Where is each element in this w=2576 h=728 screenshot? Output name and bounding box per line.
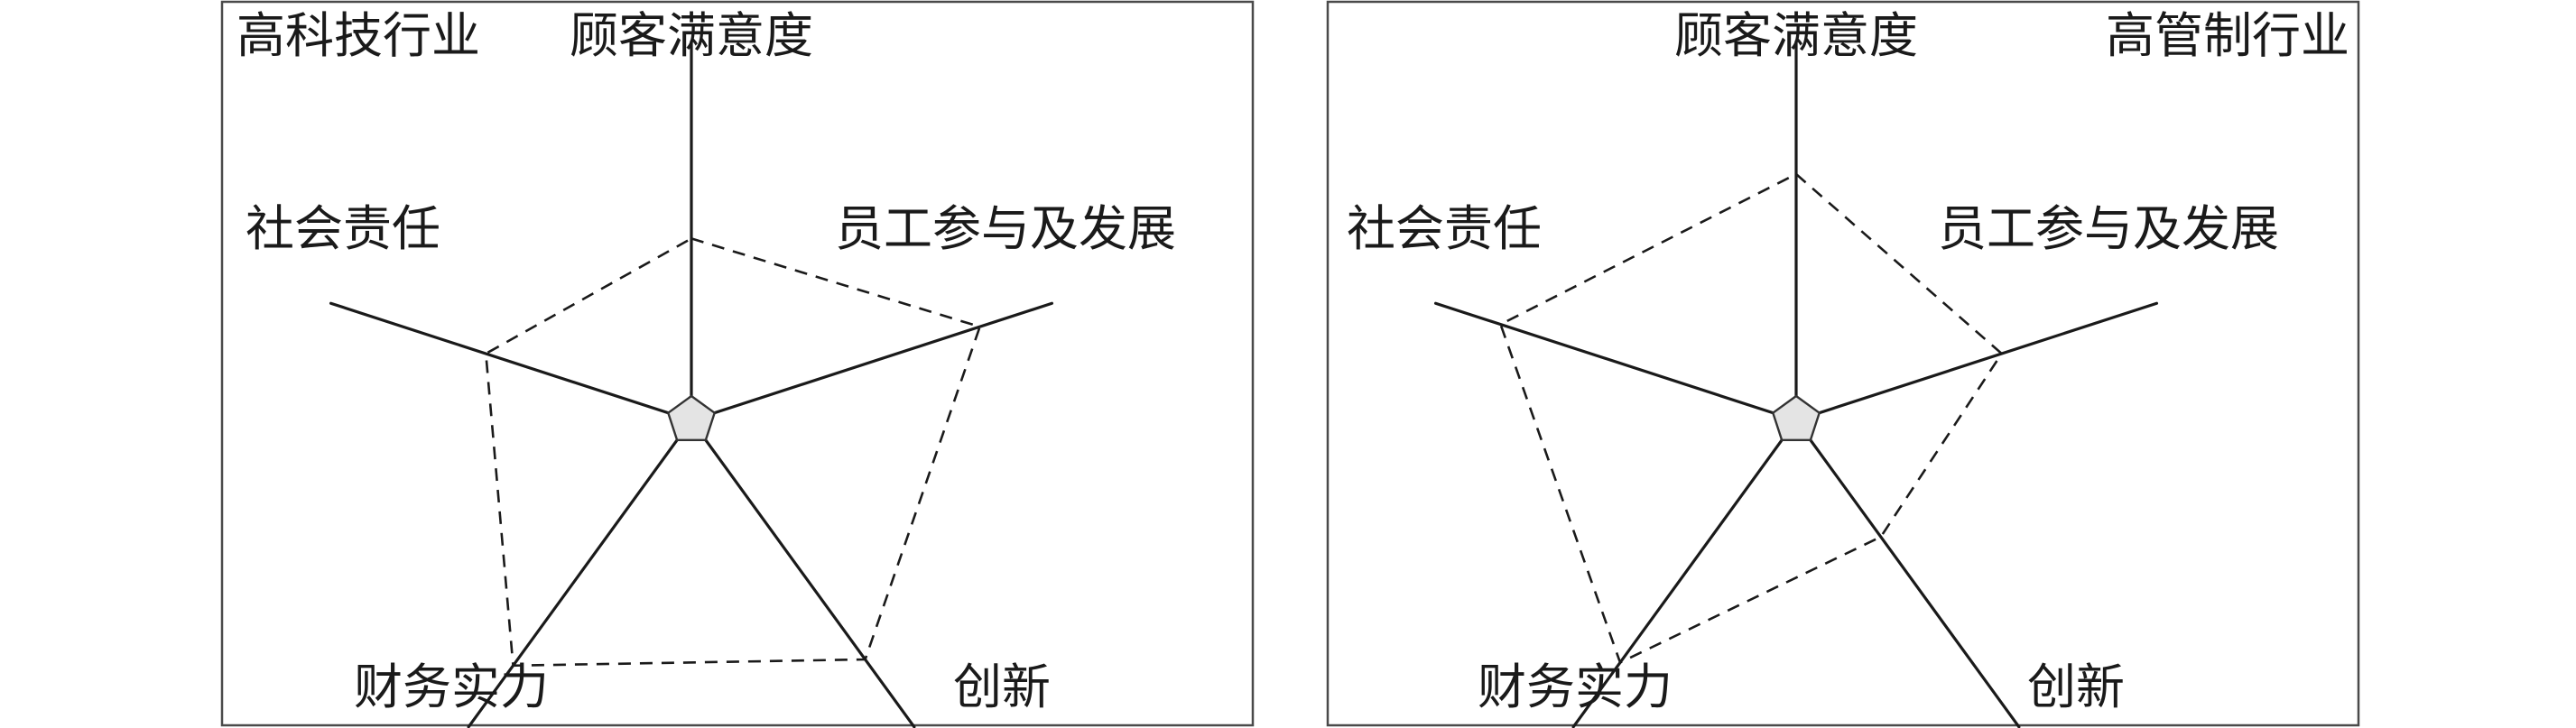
radar-axis-social-responsibility (329, 301, 693, 422)
radar-value-polygon-group (1498, 172, 2004, 665)
axis-label-employee-engagement: 员工参与及发展 (1938, 200, 2279, 257)
axis-label-social-responsibility: 社会责任 (246, 200, 440, 257)
radar-axis-employee-engagement (690, 301, 1054, 422)
radar-center-group (1771, 394, 1821, 441)
axis-label-customer-satisfaction: 顾客满意度 (1674, 7, 1918, 64)
panel-frame (1326, 0, 2360, 727)
radar-axis-innovation (1794, 419, 2021, 728)
axis-label-social-responsibility: 社会责任 (1347, 200, 1542, 257)
radar-axis-social-responsibility (1433, 301, 1798, 422)
radar-value-polygon-group (484, 236, 982, 668)
radar-axis-employee-engagement (1794, 301, 2159, 422)
radar-panel-high-tech: 高科技行业 顾客满意度 员工参与及发展 创新 财务实力 社会责任 (220, 0, 1255, 728)
panel-frame (220, 0, 1255, 727)
radar-axes (1433, 40, 2159, 728)
radar-value-polygon (484, 236, 982, 668)
axis-label-innovation: 创新 (953, 659, 1051, 715)
radar-center-pentagon (666, 394, 717, 441)
axis-label-financial-strength: 财务实力 (1478, 659, 1673, 715)
radar-axis-financial-strength (467, 419, 693, 728)
axis-label-employee-engagement: 员工参与及发展 (835, 200, 1176, 257)
axis-label-financial-strength: 财务实力 (354, 659, 549, 715)
radar-center-pentagon (1771, 394, 1821, 441)
radar-axis-innovation (690, 419, 916, 728)
axis-label-innovation: 创新 (2027, 659, 2125, 715)
radar-value-polygon (1498, 172, 2004, 665)
axis-label-customer-satisfaction: 顾客满意度 (570, 7, 813, 64)
panel-title: 高科技行业 (236, 7, 480, 64)
panel-title: 高管制行业 (2106, 7, 2349, 64)
radar-panel-high-regulation: 高管制行业 顾客满意度 员工参与及发展 创新 财务实力 社会责任 (1326, 0, 2360, 728)
radar-center-group (666, 394, 717, 441)
radar-axis-financial-strength (1571, 419, 1798, 728)
radar-axes (329, 40, 1054, 728)
